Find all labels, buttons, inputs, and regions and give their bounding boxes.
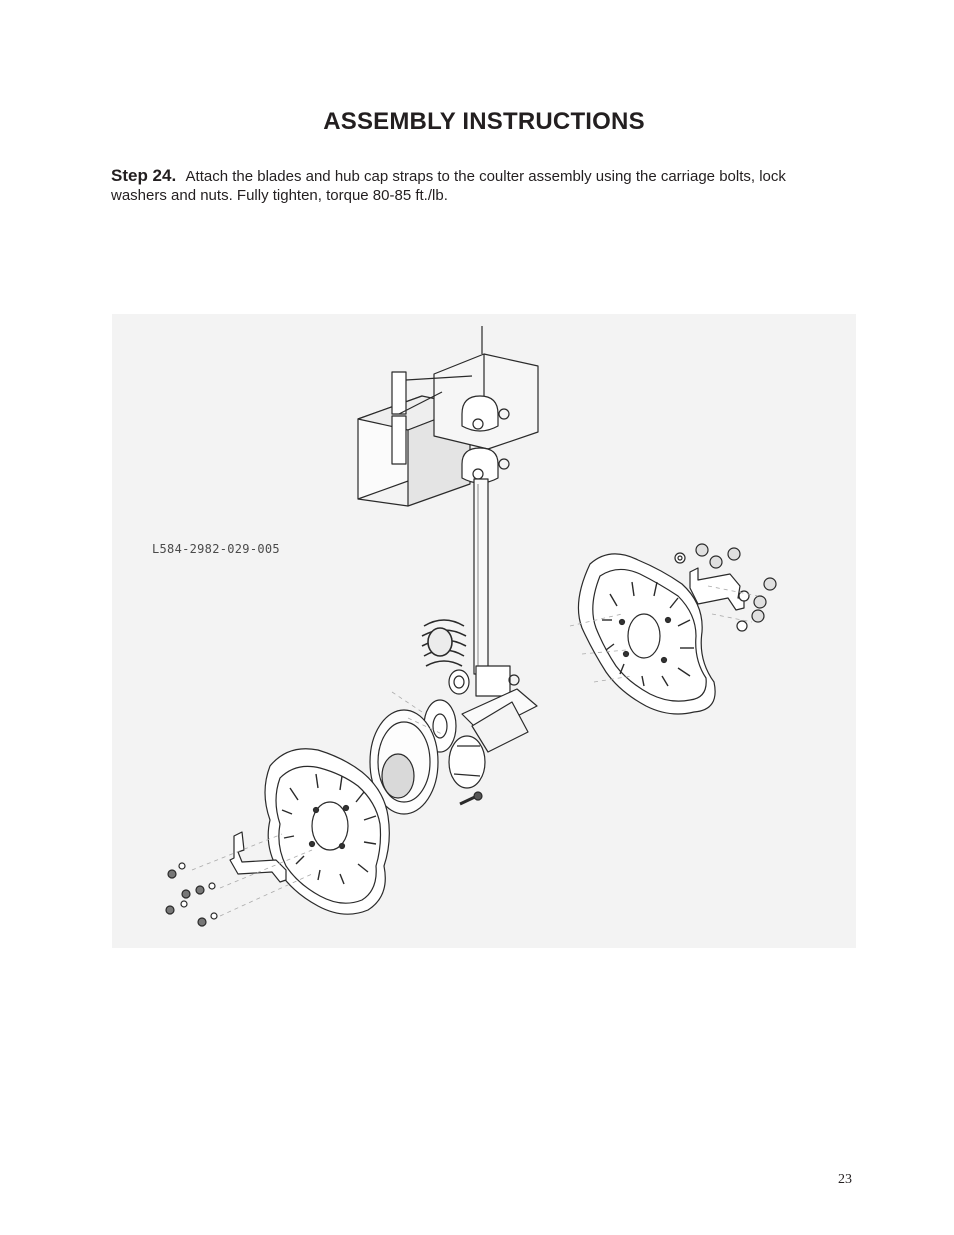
coulter-exploded-view	[165, 326, 777, 927]
left-nuts-washers	[165, 862, 218, 927]
page-title: ASSEMBLY INSTRUCTIONS	[323, 108, 645, 135]
page-number: 23	[838, 1172, 852, 1187]
coulter-shank	[473, 478, 489, 675]
step-text: Attach the blades and hub cap straps to …	[111, 168, 786, 204]
step-label: Step 24.	[111, 166, 177, 185]
left-hub-cap-strap	[229, 831, 287, 883]
hub-assembly	[369, 665, 538, 815]
spring	[421, 619, 467, 667]
right-hub-cap-strap	[689, 567, 745, 611]
alignment-lines	[191, 585, 759, 917]
right-nuts-washers	[674, 543, 777, 632]
part-number-label: L584-2982-029-005	[152, 542, 280, 556]
step-paragraph: Step 24. Attach the blades and hub cap s…	[111, 166, 831, 205]
assembly-diagram: L584-2982-029-005	[112, 314, 856, 948]
right-coulter-blade	[577, 553, 716, 715]
toolbar-block	[357, 326, 539, 507]
left-coulter-blade	[264, 748, 390, 915]
